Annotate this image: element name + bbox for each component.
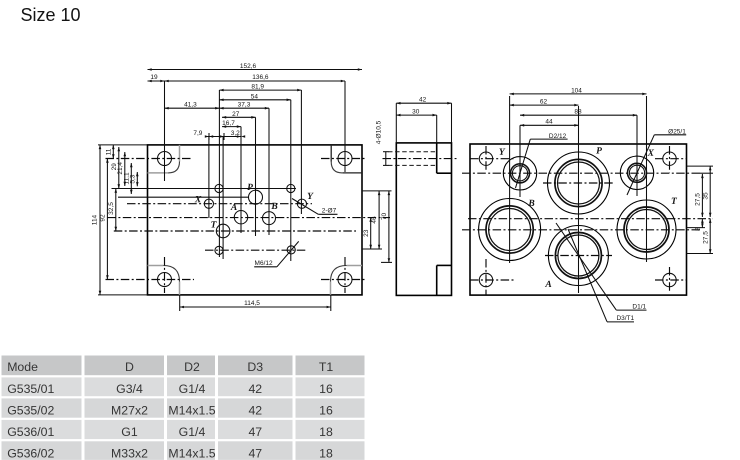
svg-text:114,5: 114,5 bbox=[244, 300, 260, 307]
svg-text:B: B bbox=[527, 199, 534, 209]
svg-text:D3: D3 bbox=[247, 360, 263, 374]
svg-text:47: 47 bbox=[248, 425, 262, 439]
svg-text:G536/02: G536/02 bbox=[7, 447, 54, 460]
svg-text:18: 18 bbox=[319, 425, 333, 439]
svg-text:27,5: 27,5 bbox=[702, 231, 709, 244]
svg-text:D: D bbox=[125, 360, 134, 374]
svg-text:A: A bbox=[544, 280, 551, 290]
svg-text:T1: T1 bbox=[319, 360, 334, 374]
svg-text:21,4: 21,4 bbox=[117, 162, 124, 175]
svg-text:42: 42 bbox=[248, 404, 262, 418]
svg-text:42: 42 bbox=[248, 382, 262, 396]
svg-text:11,1: 11,1 bbox=[123, 172, 130, 185]
svg-text:29: 29 bbox=[111, 163, 118, 171]
svg-text:G535/02: G535/02 bbox=[7, 404, 54, 418]
svg-text:P: P bbox=[596, 146, 602, 156]
svg-text:30: 30 bbox=[412, 109, 420, 116]
svg-text:D1/1: D1/1 bbox=[632, 304, 646, 311]
svg-text:G1/4: G1/4 bbox=[179, 425, 206, 439]
svg-text:G1/4: G1/4 bbox=[179, 382, 206, 396]
svg-text:44: 44 bbox=[545, 119, 553, 126]
svg-text:42: 42 bbox=[419, 97, 427, 104]
svg-text:35: 35 bbox=[702, 192, 709, 200]
svg-text:46: 46 bbox=[371, 216, 378, 224]
svg-text:T: T bbox=[211, 220, 218, 230]
svg-text:16: 16 bbox=[319, 382, 333, 396]
svg-text:32,5: 32,5 bbox=[108, 202, 115, 215]
svg-text:Mode: Mode bbox=[7, 360, 38, 374]
svg-text:G535/01: G535/01 bbox=[7, 382, 54, 396]
svg-text:X: X bbox=[194, 195, 202, 205]
svg-text:92: 92 bbox=[99, 214, 106, 222]
svg-text:152,6: 152,6 bbox=[240, 63, 257, 70]
svg-text:3,2: 3,2 bbox=[231, 130, 240, 137]
svg-text:104: 104 bbox=[571, 87, 582, 94]
svg-text:Ø25/1: Ø25/1 bbox=[668, 129, 686, 136]
svg-text:A: A bbox=[230, 203, 237, 213]
svg-text:T: T bbox=[671, 197, 678, 207]
svg-text:27: 27 bbox=[232, 111, 240, 118]
svg-text:11: 11 bbox=[105, 148, 112, 155]
svg-text:16: 16 bbox=[319, 404, 333, 418]
svg-text:18: 18 bbox=[319, 447, 333, 460]
svg-text:B: B bbox=[270, 202, 277, 212]
svg-text:27,5: 27,5 bbox=[695, 193, 702, 206]
svg-text:G1: G1 bbox=[121, 425, 138, 439]
svg-text:D2/12: D2/12 bbox=[549, 133, 567, 140]
svg-text:G3/4: G3/4 bbox=[116, 382, 143, 396]
svg-text:M14x1.5: M14x1.5 bbox=[168, 447, 215, 460]
svg-text:114: 114 bbox=[92, 214, 99, 225]
svg-text:37,3: 37,3 bbox=[238, 102, 251, 109]
svg-text:D2: D2 bbox=[184, 360, 200, 374]
svg-text:5,3: 5,3 bbox=[129, 174, 136, 183]
svg-text:2-Ø7: 2-Ø7 bbox=[322, 208, 337, 215]
svg-text:16,7: 16,7 bbox=[222, 120, 235, 127]
svg-text:62: 62 bbox=[540, 99, 548, 106]
svg-text:47: 47 bbox=[248, 447, 262, 460]
svg-text:M6/12: M6/12 bbox=[255, 260, 273, 267]
svg-text:70: 70 bbox=[381, 213, 388, 221]
svg-text:23: 23 bbox=[363, 229, 370, 237]
svg-text:19: 19 bbox=[150, 74, 158, 81]
svg-text:M33x2: M33x2 bbox=[111, 447, 148, 460]
svg-text:Size 10: Size 10 bbox=[21, 5, 81, 25]
svg-text:81,9: 81,9 bbox=[251, 84, 264, 91]
svg-text:Y: Y bbox=[499, 148, 506, 158]
svg-text:4-Ø10,5: 4-Ø10,5 bbox=[376, 120, 383, 144]
svg-text:8: 8 bbox=[695, 227, 702, 231]
svg-text:Y: Y bbox=[307, 192, 314, 202]
svg-text:136,6: 136,6 bbox=[252, 74, 269, 81]
svg-text:M27x2: M27x2 bbox=[111, 404, 148, 418]
svg-text:G536/01: G536/01 bbox=[7, 425, 54, 439]
svg-text:D3/T1: D3/T1 bbox=[616, 315, 634, 322]
svg-text:M14x1.5: M14x1.5 bbox=[168, 404, 215, 418]
svg-text:54: 54 bbox=[251, 93, 259, 100]
svg-text:41,3: 41,3 bbox=[184, 102, 197, 109]
svg-text:X: X bbox=[647, 149, 655, 159]
svg-text:7,9: 7,9 bbox=[193, 130, 202, 137]
